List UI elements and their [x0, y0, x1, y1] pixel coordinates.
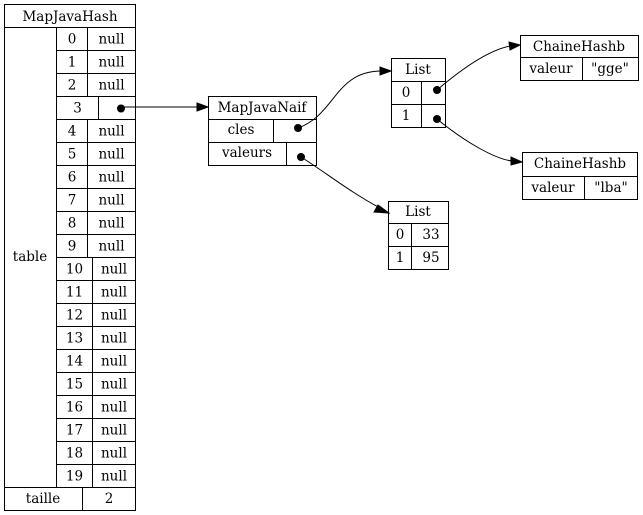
hash-slot-index: 5 [68, 147, 77, 163]
map-java-hash-title: MapJavaHash [22, 9, 117, 25]
hash-slot-index: 1 [68, 55, 77, 71]
edge-list-0-to-chaine-gge [436, 45, 511, 91]
hash-slot-index: 13 [66, 331, 83, 347]
keys-list-title: List [405, 62, 431, 78]
hash-slot-value: null [98, 170, 124, 186]
arrowhead [508, 41, 522, 51]
hash-slot-index: 2 [68, 78, 77, 94]
hash-slot-value: null [101, 308, 127, 324]
hash-slot-value: null [98, 147, 124, 163]
edge-list-1-to-chaine-lba [436, 118, 513, 162]
hash-slot-value: null [101, 262, 127, 278]
chaine-field-value: "lba" [594, 180, 627, 196]
hash-slot-index: 16 [66, 400, 83, 416]
hash-slot-value: null [98, 124, 124, 140]
hash-slot-index: 10 [66, 262, 83, 278]
hash-slot-value: null [101, 331, 127, 347]
values-list-node: List 0 33 1 95 [388, 201, 449, 270]
chaine-field-label: valeur [528, 61, 573, 77]
reference-edges [121, 41, 524, 214]
arrowhead [379, 66, 393, 76]
hash-slot-value: null [98, 239, 124, 255]
map-java-naif-node: MapJavaNaif cles valeurs [208, 96, 317, 166]
hash-slot-value: null [101, 377, 127, 393]
hash-table-rows: 0 null 1 null 2 null 3 4 null 5 null 6 null 7 null 8 nul… [56, 27, 136, 488]
hash-slot-value: null [98, 216, 124, 232]
hash-slot-index: 15 [66, 377, 83, 393]
hash-slot-index: 17 [66, 423, 83, 439]
keys-pointer-dot [294, 124, 302, 132]
chaine-field-value: "gge" [591, 61, 629, 77]
hash-slot-index: 4 [68, 124, 77, 140]
values-field-label: valeurs [221, 145, 272, 161]
hash-slot-index: 19 [66, 469, 83, 485]
hash-slot-value: null [101, 469, 127, 485]
edge-values-to-values-list [300, 156, 381, 209]
hash-slot-index: 14 [66, 354, 83, 370]
table-label: table [13, 249, 47, 265]
keys-field-label: cles [228, 122, 255, 138]
hash-slot-index: 6 [68, 170, 77, 186]
hash-slot-pointer-dot [117, 104, 125, 113]
size-label: taille [26, 491, 60, 507]
hash-slot-index: 3 [73, 101, 82, 117]
keys-list-index: 1 [402, 108, 411, 124]
arrowhead [196, 102, 210, 112]
hash-slot-index: 9 [68, 239, 77, 255]
values-list-title: List [405, 204, 431, 220]
chaine-hashb-title: ChaineHashb [534, 156, 626, 172]
edge-keys-to-keys-list [297, 70, 381, 129]
hash-slot-value: null [101, 354, 127, 370]
values-list-value: 95 [422, 250, 439, 266]
map-java-hash-node: MapJavaHash table 0 null 1 null 2 null 3 4 null 5… [4, 4, 136, 511]
chaine-hashb-title: ChaineHashb [533, 39, 625, 55]
chaine-field-label: valeur [530, 180, 575, 196]
hash-slot-value: null [98, 193, 124, 209]
chaine-hashb-node: ChaineHashb valeur "lba" [522, 152, 638, 200]
hash-slot-value: null [101, 400, 127, 416]
values-list-index: 0 [396, 227, 405, 243]
hash-slot-index: 7 [68, 193, 77, 209]
hash-slot-index: 11 [66, 285, 83, 301]
values-list-index: 1 [396, 250, 405, 266]
hash-slot-value: null [101, 285, 127, 301]
chaine-hashb-node: ChaineHashb valeur "gge" [520, 35, 639, 81]
values-list-value: 33 [422, 227, 439, 243]
arrowhead [373, 204, 391, 214]
hash-slot-index: 0 [68, 32, 77, 48]
hash-slot-index: 8 [68, 216, 77, 232]
hash-slot-value: null [101, 423, 127, 439]
hash-slot-value: null [98, 32, 124, 48]
size-value: 2 [105, 491, 114, 507]
keys-list-node: List 0 1 [391, 58, 446, 128]
keys-list-index: 0 [402, 85, 411, 101]
hash-slot-value: null [98, 55, 124, 71]
hash-slot-value: null [98, 78, 124, 94]
hash-slot-value: null [101, 446, 127, 462]
map-java-naif-title: MapJavaNaif [218, 100, 308, 116]
hash-slot-index: 18 [66, 446, 83, 462]
arrowhead [510, 156, 524, 166]
hash-slot-index: 12 [66, 308, 83, 324]
